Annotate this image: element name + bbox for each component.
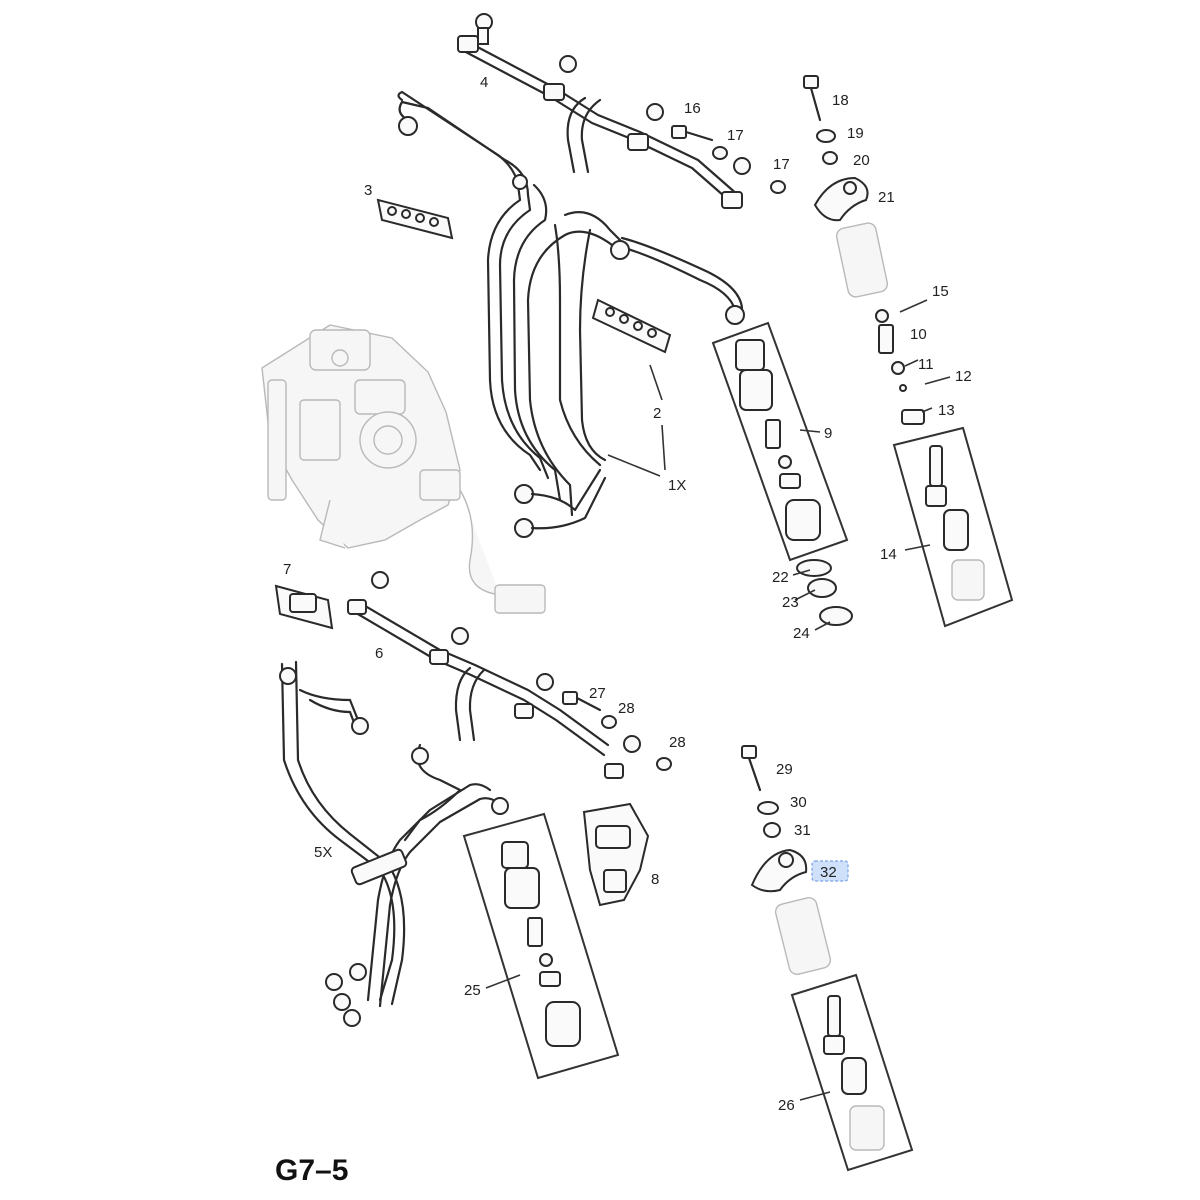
- leak-off-pipe-upper: [457, 13, 751, 209]
- callout-28-a: 28: [618, 700, 635, 717]
- callout-17-a: 17: [727, 127, 744, 144]
- callout-1x: 1X: [668, 477, 686, 494]
- diagram-code: G7–5: [275, 1154, 348, 1187]
- banjo-bolt-27: [562, 691, 672, 771]
- callout-20: 20: [853, 152, 870, 169]
- injector-body-ghost-upper: [835, 222, 889, 298]
- callout-17-b: 17: [773, 156, 790, 173]
- callout-3: 3: [364, 182, 372, 199]
- callout-22: 22: [772, 569, 789, 586]
- spring-and-shim-set-upper: [875, 309, 925, 425]
- callout-32: 32: [820, 864, 837, 881]
- callout-31: 31: [794, 822, 811, 839]
- callout-4: 4: [480, 74, 488, 91]
- pipe-clamp-7: [274, 584, 334, 630]
- callout-27: 27: [589, 685, 606, 702]
- injection-pipe-set-5x: [279, 660, 509, 1027]
- injector-kit-9: [711, 321, 849, 562]
- callout-30: 30: [790, 794, 807, 811]
- callout-11: 11: [918, 356, 934, 373]
- callout-2: 2: [653, 405, 661, 422]
- callout-15: 15: [932, 283, 949, 300]
- leak-off-pipe-lower: [347, 571, 641, 779]
- clamp-bolt-29: [741, 745, 808, 893]
- callout-8: 8: [651, 871, 659, 888]
- callout-28-b: 28: [669, 734, 686, 751]
- pipe-clamp-2: [591, 298, 672, 354]
- callout-9: 9: [824, 425, 832, 442]
- injection-pipe-set-1x: [397, 90, 745, 538]
- callout-23: 23: [782, 594, 799, 611]
- callout-29: 29: [776, 761, 793, 778]
- callout-14: 14: [880, 546, 897, 563]
- callout-labels: 1X 2 3 4 5X 6 7 8 9 10 11 12 13 14 15 16…: [283, 74, 972, 1114]
- callout-26: 26: [778, 1097, 795, 1114]
- callout-13: 13: [938, 402, 955, 419]
- callout-12: 12: [955, 368, 972, 385]
- callout-6: 6: [375, 645, 383, 662]
- banjo-bolt-16: [671, 125, 786, 194]
- callout-24: 24: [793, 625, 810, 642]
- leader-lines: [485, 299, 951, 1101]
- engine-block-illustration: [261, 324, 546, 614]
- callout-19: 19: [847, 125, 864, 142]
- callout-25: 25: [464, 982, 481, 999]
- nozzle-kit-14: [892, 426, 1014, 628]
- callout-highlight: [811, 860, 849, 882]
- pipe-clamp-3: [376, 198, 454, 240]
- pipe-clamp-8: [582, 802, 650, 907]
- callout-7: 7: [283, 561, 291, 578]
- callout-5x: 5X: [314, 844, 332, 861]
- callout-16: 16: [684, 100, 701, 117]
- sealing-rings-22-24: [796, 559, 853, 626]
- clamp-bolt-18: [803, 75, 869, 222]
- callout-18: 18: [832, 92, 849, 109]
- injector-kit-25: [462, 812, 620, 1080]
- nozzle-kit-26: [790, 973, 914, 1172]
- callout-21: 21: [878, 189, 895, 206]
- callout-10: 10: [910, 326, 927, 343]
- injector-body-ghost-lower: [774, 896, 832, 976]
